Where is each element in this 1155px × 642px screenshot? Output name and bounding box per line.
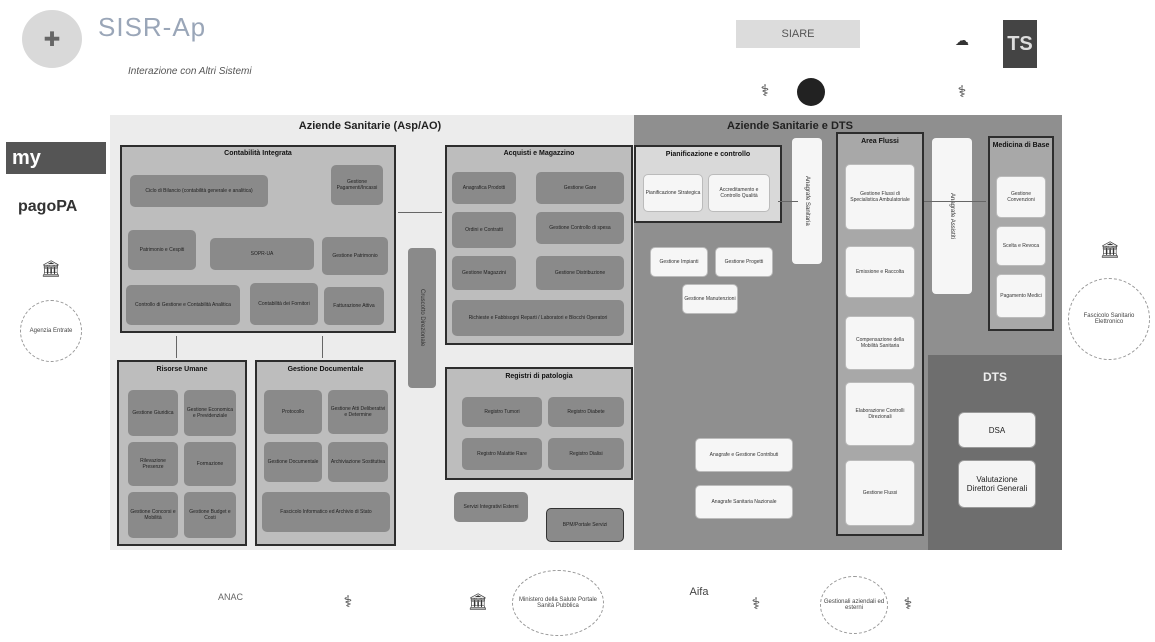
- box-controllo-spesa: Gestione Controllo di spesa: [536, 212, 624, 244]
- anac-logo: ANAC: [218, 592, 244, 602]
- box-scelta-revoca: Scelta e Revoca: [996, 226, 1046, 266]
- box-fatturazione-attiva: Fatturazione Attiva: [324, 287, 384, 325]
- panel-title-contabilita: Contabilità Integrata: [224, 150, 292, 157]
- box-rilevazione: Rilevazione Presenze: [128, 442, 178, 486]
- person-icon-1: ⚕: [343, 594, 353, 611]
- box-emissione-raccolta: Emissione e Raccolta: [845, 246, 915, 298]
- zone-dts: [928, 355, 1062, 550]
- box-gestione-patrimonio: Gestione Patrimonio: [322, 237, 388, 275]
- box-valutazione-dg: Valutazione Direttori Generali: [958, 460, 1036, 508]
- cross-icon: ✚: [43, 28, 61, 51]
- box-sopr: SOPR-UA: [210, 238, 314, 270]
- box-gestione-flussi: Gestione Flussi: [845, 460, 915, 526]
- box-registro-diabete: Registro Diabete: [548, 397, 624, 427]
- panel-title-acquisti: Acquisti e Magazzino: [503, 150, 575, 157]
- person-desk-icon: ⚕: [760, 83, 770, 100]
- box-ciclo-bilancio: Ciclo di Bilancio (contabilità generale …: [130, 175, 268, 207]
- bank-icon: 🏛: [40, 261, 62, 278]
- box-anagrafe-contributi: Anagrafe e Gestione Contributi: [695, 438, 793, 472]
- box-ordini: Ordini e Contratti: [452, 212, 516, 248]
- zone-left-title: Aziende Sanitarie (Asp/AO): [298, 120, 442, 132]
- box-bpm-portale: BPM/Portale Servizi: [546, 508, 624, 542]
- box-servizi-integrativi: Servizi Integrativi Esterni: [454, 492, 528, 522]
- box-anagrafica-prodotti: Anagrafica Prodotti: [452, 172, 516, 204]
- zone-dts-title: DTS: [983, 370, 1007, 384]
- bank-icon-right: 🏛: [1099, 242, 1121, 259]
- box-gestione-gare: Gestione Gare: [536, 172, 624, 204]
- box-fascicolo: Fascicolo Informatico ed Archivio di Sta…: [262, 492, 390, 532]
- box-formazione: Formazione: [184, 442, 236, 486]
- aifa-logo: Aifa: [689, 586, 709, 598]
- box-gestione-convenzioni: Gestione Convenzioni: [996, 176, 1046, 218]
- box-budget: Gestione Budget e Costi: [184, 492, 236, 538]
- vbar-anagrafe-assistiti-label: Anagrafe Assistiti: [949, 192, 955, 240]
- connector-arrow: [398, 212, 442, 213]
- box-controlli-direzionali: Elaborazione Controlli Direzionali: [845, 382, 915, 446]
- person-icon-3: ⚕: [903, 596, 913, 613]
- box-gestione-impianti: Gestione Impianti: [650, 247, 708, 277]
- box-registro-dialisi: Registro Dialisi: [548, 438, 624, 470]
- box-concorsi: Gestione Concorsi e Mobilità: [128, 492, 178, 538]
- panel-title-documentale: Gestione Documentale: [287, 366, 364, 373]
- box-atti: Gestione Atti Deliberativi e Determine: [328, 390, 388, 434]
- box-gestione-manutenzioni: Gestione Manutenzioni: [682, 284, 738, 314]
- agenzia-entrate-logo: Agenzia Entrate: [20, 300, 82, 362]
- box-registro-tumori: Registro Tumori: [462, 397, 542, 427]
- vbar-cruscotto-label: Cruscotto Direzionale: [419, 289, 425, 347]
- box-patrimonio: Patrimonio e Cespiti: [128, 230, 196, 270]
- page-title: SISR-Ap: [98, 12, 207, 42]
- ministero-logo: Ministero della Salute Portale Sanità Pu…: [512, 570, 604, 636]
- camera-icon: [797, 78, 825, 106]
- box-anagrafe-nazionale: Anagrafe Sanitaria Nazionale: [695, 485, 793, 519]
- box-contabilita-fornitori: Contabilità dei Fornitori: [250, 283, 318, 325]
- box-controllo-gestione: Controllo di Gestione e Contabilità Anal…: [126, 285, 240, 325]
- connector-arrow: [924, 201, 986, 202]
- box-dsa: DSA: [958, 412, 1036, 448]
- box-accreditamento: Accreditamento e Controllo Qualità: [708, 174, 770, 212]
- panel-title-registri: Registri di patologia: [505, 373, 573, 380]
- box-archiviazione: Archiviazione Sostitutiva: [328, 442, 388, 482]
- person-icon-2: ⚕: [751, 596, 761, 613]
- ts-logo: TS: [1003, 20, 1037, 68]
- page-subtitle: Interazione con Altri Sistemi: [128, 66, 252, 77]
- box-pagamento-medici: Pagamento Medici: [996, 274, 1046, 318]
- box-gestione-doc: Gestione Documentale: [264, 442, 322, 482]
- box-compensazione: Compensazione della Mobilità Sanitaria: [845, 316, 915, 370]
- box-magazzini: Gestione Magazzini: [452, 256, 516, 290]
- my-logo: my: [6, 142, 106, 174]
- vbar-anagrafe-assistiti: Anagrafe Assistiti: [932, 138, 972, 294]
- siare-logo: SIARE: [736, 20, 860, 48]
- panel-title-medicina: Medicina di Base: [992, 142, 1050, 149]
- box-flussi-specialistica: Gestione Flussi di Specialistica Ambulat…: [845, 164, 915, 230]
- cloud-icon: ☁: [955, 31, 969, 48]
- bank-icon-bottom: 🏛: [467, 594, 489, 611]
- box-gestione-progetti: Gestione Progetti: [715, 247, 773, 277]
- box-protocollo: Protocollo: [264, 390, 322, 434]
- person-icon: ⚕: [957, 84, 967, 101]
- box-gestione-pagamenti: Gestione Pagamenti/Incassi: [331, 165, 383, 205]
- gestionali-logo: Gestionali aziendali ed esterni: [820, 576, 888, 634]
- pagopa-logo: pagoPA: [18, 198, 78, 215]
- zone-right-title: Aziende Sanitarie e DTS: [727, 120, 853, 132]
- connector-arrow: [322, 336, 323, 358]
- box-distribuzione: Gestione Distribuzione: [536, 256, 624, 290]
- connector-arrow: [176, 336, 177, 358]
- logo-emblem: ✚: [22, 10, 82, 68]
- connector-arrow: [778, 201, 798, 202]
- box-gestione-giuridica: Gestione Giuridica: [128, 390, 178, 436]
- box-gestione-economica: Gestione Economica e Previdenziale: [184, 390, 236, 436]
- panel-title-risorse: Risorse Umane: [156, 366, 208, 373]
- panel-title-area-flussi: Area Flussi: [861, 138, 899, 145]
- vbar-anagrafe-sanitaria-label: Anagrafe Sanitaria: [804, 176, 810, 226]
- box-richieste: Richieste e Fabbisogni Reparti / Laborat…: [452, 300, 624, 336]
- vbar-cruscotto: Cruscotto Direzionale: [408, 248, 436, 388]
- box-malattie-rare: Registro Malattie Rare: [462, 438, 542, 470]
- panel-title-pianificazione: Pianificazione e controllo: [665, 151, 751, 158]
- box-pianificazione-strategica: Pianificazione Strategica: [643, 174, 703, 212]
- fse-logo: Fascicolo Sanitario Elettronico: [1068, 278, 1150, 360]
